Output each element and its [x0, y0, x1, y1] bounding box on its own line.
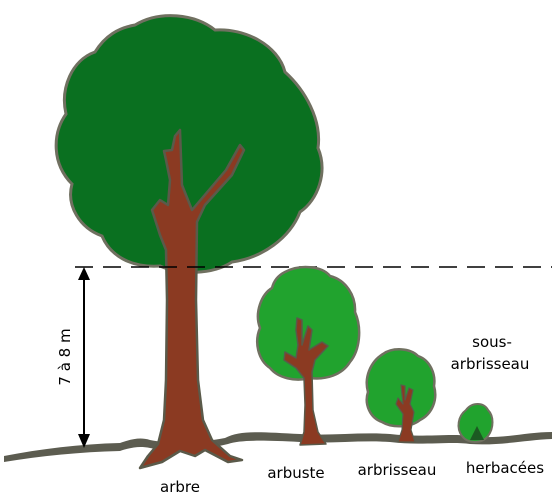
- height-arrow: [78, 267, 90, 448]
- label-sous-arbrisseau-line2: arbrisseau: [451, 355, 530, 373]
- label-height: 7 à 8 m: [56, 328, 74, 385]
- label-arbuste: arbuste: [267, 464, 324, 482]
- label-arbre: arbre: [160, 478, 200, 496]
- label-herbacees: herbacées: [466, 459, 544, 477]
- label-sous-arbrisseau-line1: sous-: [472, 333, 512, 351]
- label-arbrisseau: arbrisseau: [358, 461, 437, 479]
